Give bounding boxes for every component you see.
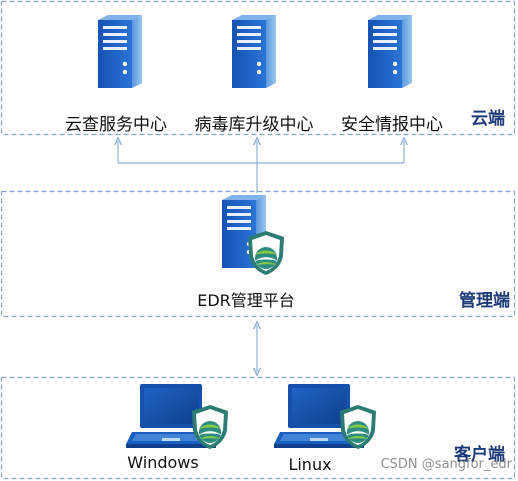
client-tier-box [0, 376, 516, 480]
client-device-label: Linux [288, 455, 331, 474]
server-icon [98, 15, 142, 88]
management-tier-label: 管理端 [459, 290, 510, 311]
server-icon [232, 15, 276, 88]
platform-label: EDR管理平台 [197, 291, 295, 310]
client-device-label: Windows [127, 453, 198, 472]
watermark: CSDN @sangfor_edr [381, 457, 513, 472]
cloud-management-connectors [118, 141, 404, 193]
management-tier-box [0, 190, 516, 318]
server-icon [368, 15, 412, 88]
cloud-server-label: 安全情报中心 [341, 115, 443, 135]
cloud-tier-label: 云端 [471, 108, 505, 129]
cloud-server-label: 云查服务中心 [65, 115, 167, 135]
client-tier-label: 客户端 [453, 444, 505, 465]
cloud-server-label: 病毒库升级中心 [195, 115, 314, 135]
cloud-tier-box [0, 0, 516, 136]
shield-icon [248, 231, 284, 275]
